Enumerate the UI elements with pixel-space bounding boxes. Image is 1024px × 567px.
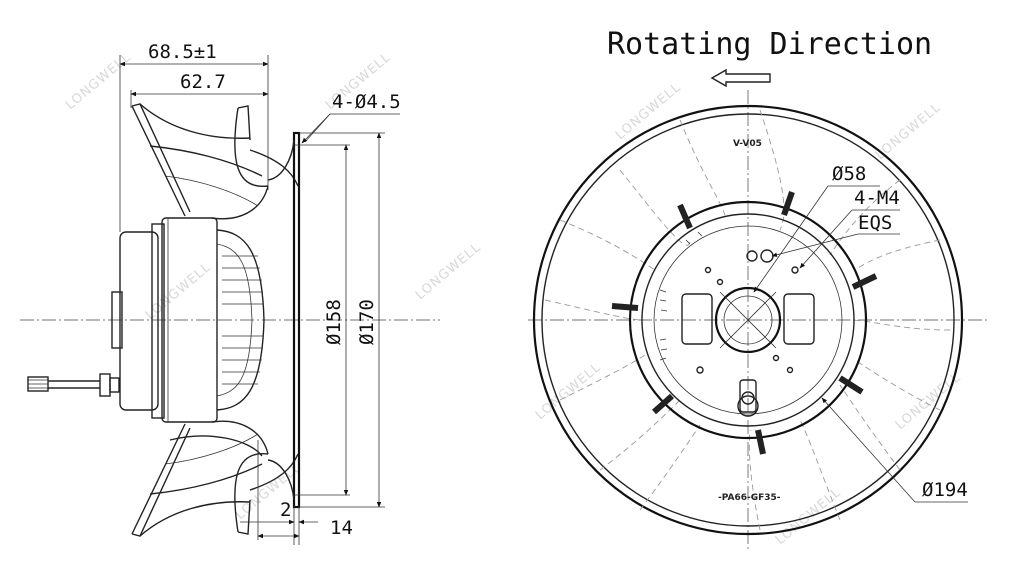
flange-diameter-label: Ø170 <box>356 299 378 345</box>
cutout-left <box>681 293 713 345</box>
impeller-inner-ring <box>541 113 955 527</box>
rotating-direction-title: Rotating Direction <box>607 27 932 62</box>
stamp-bottom: -PA66-GF35- <box>718 493 781 503</box>
cable-gland <box>737 379 759 417</box>
thread-holes-label: 4-M4 <box>854 187 900 209</box>
hub-bore-inner <box>723 295 773 345</box>
side-view: 68.5±1 62.7 4-Ø4.5 Ø158 Ø170 <box>20 41 440 545</box>
inlet-flange <box>267 131 385 509</box>
watermark: LONGWELL <box>63 50 134 113</box>
impeller-diameter-label: Ø194 <box>922 479 968 501</box>
motor-housing <box>111 217 218 423</box>
dim-inlet-diameter: Ø158 <box>323 144 349 496</box>
rotor-fins <box>216 229 265 411</box>
stamp-top: V-V05 <box>733 139 762 149</box>
mounting-screws <box>696 249 799 374</box>
watermark: LONGWELL <box>413 240 484 303</box>
dim-body-length: 62.7 <box>130 71 269 108</box>
balancing-clips <box>611 191 878 455</box>
eqs-label: EQS <box>858 212 892 234</box>
dim-overall-length: 68.5±1 <box>119 41 269 232</box>
mounting-holes-label: 4-Ø4.5 <box>332 91 401 113</box>
motor-flange <box>641 213 855 427</box>
watermark: LONGWELL <box>143 260 214 323</box>
dim-hub-leaders: Ø58 4-M4 EQS <box>753 163 900 293</box>
cutout-right <box>783 293 815 345</box>
inlet-diameter-label: Ø158 <box>323 299 345 345</box>
front-view: Rotating Direction <box>528 27 990 550</box>
hub-plate <box>628 200 868 440</box>
cable <box>27 373 120 397</box>
dim-flange-diameter: Ø170 <box>356 132 382 508</box>
dim-mounting-holes: 4-Ø4.5 <box>301 91 401 144</box>
body-length-label: 62.7 <box>180 71 226 93</box>
impeller-lower <box>131 420 299 537</box>
watermark: LONGWELL <box>533 360 604 423</box>
impeller-upper <box>131 103 299 220</box>
flange-depth-label: 14 <box>330 517 353 539</box>
watermark-layer: LONGWELL LONGWELL LONGWELL LONGWELL LONG… <box>63 50 964 548</box>
hub-bore <box>714 286 782 354</box>
hub-diameter-label: Ø58 <box>832 163 866 185</box>
motor-flange-inner <box>653 225 843 415</box>
direction-arrow-icon <box>710 68 771 88</box>
flange-gap-label: 2 <box>280 499 291 521</box>
dim-impeller-diameter: Ø194 <box>821 397 968 503</box>
watermark: LONGWELL <box>613 80 684 143</box>
overall-length-label: 68.5±1 <box>148 41 217 63</box>
hidden-blades <box>544 109 951 531</box>
dim-flange-gap: 2 <box>240 440 318 545</box>
hub-edge-ticks <box>659 231 703 361</box>
impeller-outer-ring <box>532 104 964 536</box>
dim-flange-depth: 14 <box>257 517 353 539</box>
